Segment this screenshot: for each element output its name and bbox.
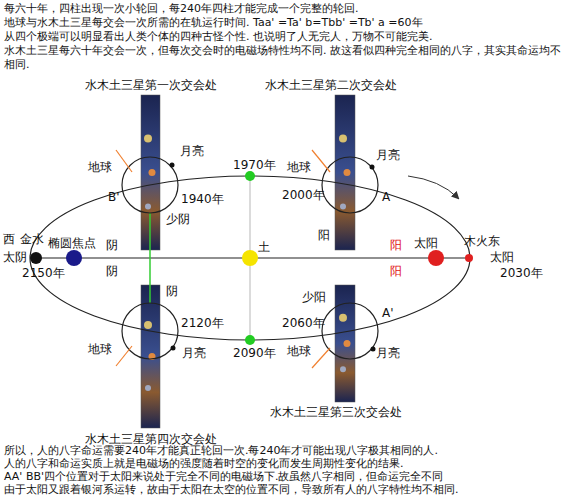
note-text: AA' BB'四个位置对于太阳来说处于完全不同的电磁场下.故虽然八字相同，但命运… [4,470,444,483]
direction-arrow [408,176,458,198]
planet-dot [339,134,347,142]
diagram-label: 2150年 [22,266,65,280]
diagram-label: 月亮 [376,148,400,162]
planet-dot [344,340,351,347]
sun-rays [116,150,330,368]
diagram-label: 月亮 [376,346,400,360]
note-text: 水木土三星每六十年交会一次，但每次交会时的电磁场特性均不同. 故这看似四种完全相… [4,44,566,72]
earth-orbit [322,303,378,359]
ray [116,150,132,172]
diagram-label: 水木土三星第三次交会处 [270,405,402,419]
diagram-label: 水木土三星第四次交会处 [85,432,217,446]
diagram-label: 少阴 [166,212,190,226]
note-text: 每六十年，四柱出现一次小轮回，每240年四柱才能完成一个完整的轮回. [4,2,566,16]
planet-dot [339,314,347,322]
diagram-label: 阳 [390,264,402,278]
diagram-label: 地球 [287,160,311,174]
diagram-label: 1970年 [233,158,276,172]
diagram-label: 月亮 [182,346,206,360]
conjunction-bar [141,285,160,428]
planet-dot [340,366,346,372]
note-text: 从四个极端可以明显看出人类个体的四种古怪个性. 也说明了人无完人，万物不可能完美… [4,30,566,44]
conjunction-bars [141,95,355,428]
diagram-label: 1940年 [181,192,224,206]
saturn-dot [242,250,258,266]
planet-dot [144,321,152,329]
diagram-label: 水木土三星第一次交会处 [85,78,217,92]
green-line [149,213,151,303]
diagram-label: A [382,190,390,204]
diagram-label: 地球 [287,344,311,358]
moon [170,163,175,168]
note-text: 所以，人的八字命运需要240年才能真正轮回一次.每240年才可能出现八字极其相同… [4,444,438,457]
orbit-ellipse [30,176,470,340]
earth-orbits [122,157,378,359]
planet-dot [340,204,346,210]
focus-dot [66,250,82,266]
moon [371,347,376,352]
diagram-label: 2060年 [282,316,325,330]
note-text: 人的八字和命运实质上就是电磁场的强度随着时空的变化而发生周期性变化的结果. [4,457,404,470]
sun-dot [428,250,444,266]
diagram-label: 2000年 [282,188,325,202]
earth-orbit [322,157,378,213]
diagram-label: 地球 [88,342,112,356]
green-dot [245,171,255,181]
diagram-label: 木火东 [464,234,500,248]
note-text: 地球与水木土三星每交会一次所需的在轨运行时间. Taa' =Ta' b=Tbb'… [4,16,566,30]
note-text: 由于太阳又跟着银河系运转，故由于太阳在太空的位置不同，导致所有人的八字特性均不相… [4,483,459,496]
diagram-label: 地球 [88,160,112,174]
planet-dot [145,204,151,210]
green-dot [245,335,255,345]
conjunction-bar [335,95,355,250]
planet-dot [144,134,152,142]
diagram-label: 椭圆焦点 [48,236,96,250]
planet-dot [149,169,156,176]
diagram-label: 阴 [106,264,118,278]
diagram-label: 西 [3,232,15,246]
moon [370,165,375,170]
earth-orbit [122,303,178,359]
diagram-label: 土 [258,240,270,254]
moon [171,346,176,351]
diagram-label: 阳 [318,228,330,242]
earth-orbit [122,157,178,213]
diagram-label: 阳 [390,238,402,252]
diagram-label: 2090年 [233,346,276,360]
diagram-label: 水木土三星第二次交会处 [265,78,397,92]
diagram-label: 2120年 [181,316,224,330]
diagram-label: 太阳 [490,250,514,264]
east-dot [465,254,473,262]
diagram-label: 金水 [20,232,44,246]
west-dot [30,252,42,264]
diagram-label: B' [108,190,120,204]
diagram-label: 太阴 [3,250,27,264]
diagram-label: 太阳 [414,236,438,250]
planet-dot [344,169,351,176]
diagram-label: 阴 [166,284,178,298]
diagram-label: 月亮 [180,144,204,158]
diagram-label: A' [382,306,394,320]
diagram-label: 少阳 [302,290,326,304]
ray [312,150,330,172]
ray [116,346,132,366]
diagram-label: 2030年 [500,266,543,280]
moons [170,163,376,352]
ray [312,348,330,368]
planet-dot [145,385,151,391]
diagram-label: 阴 [106,238,118,252]
